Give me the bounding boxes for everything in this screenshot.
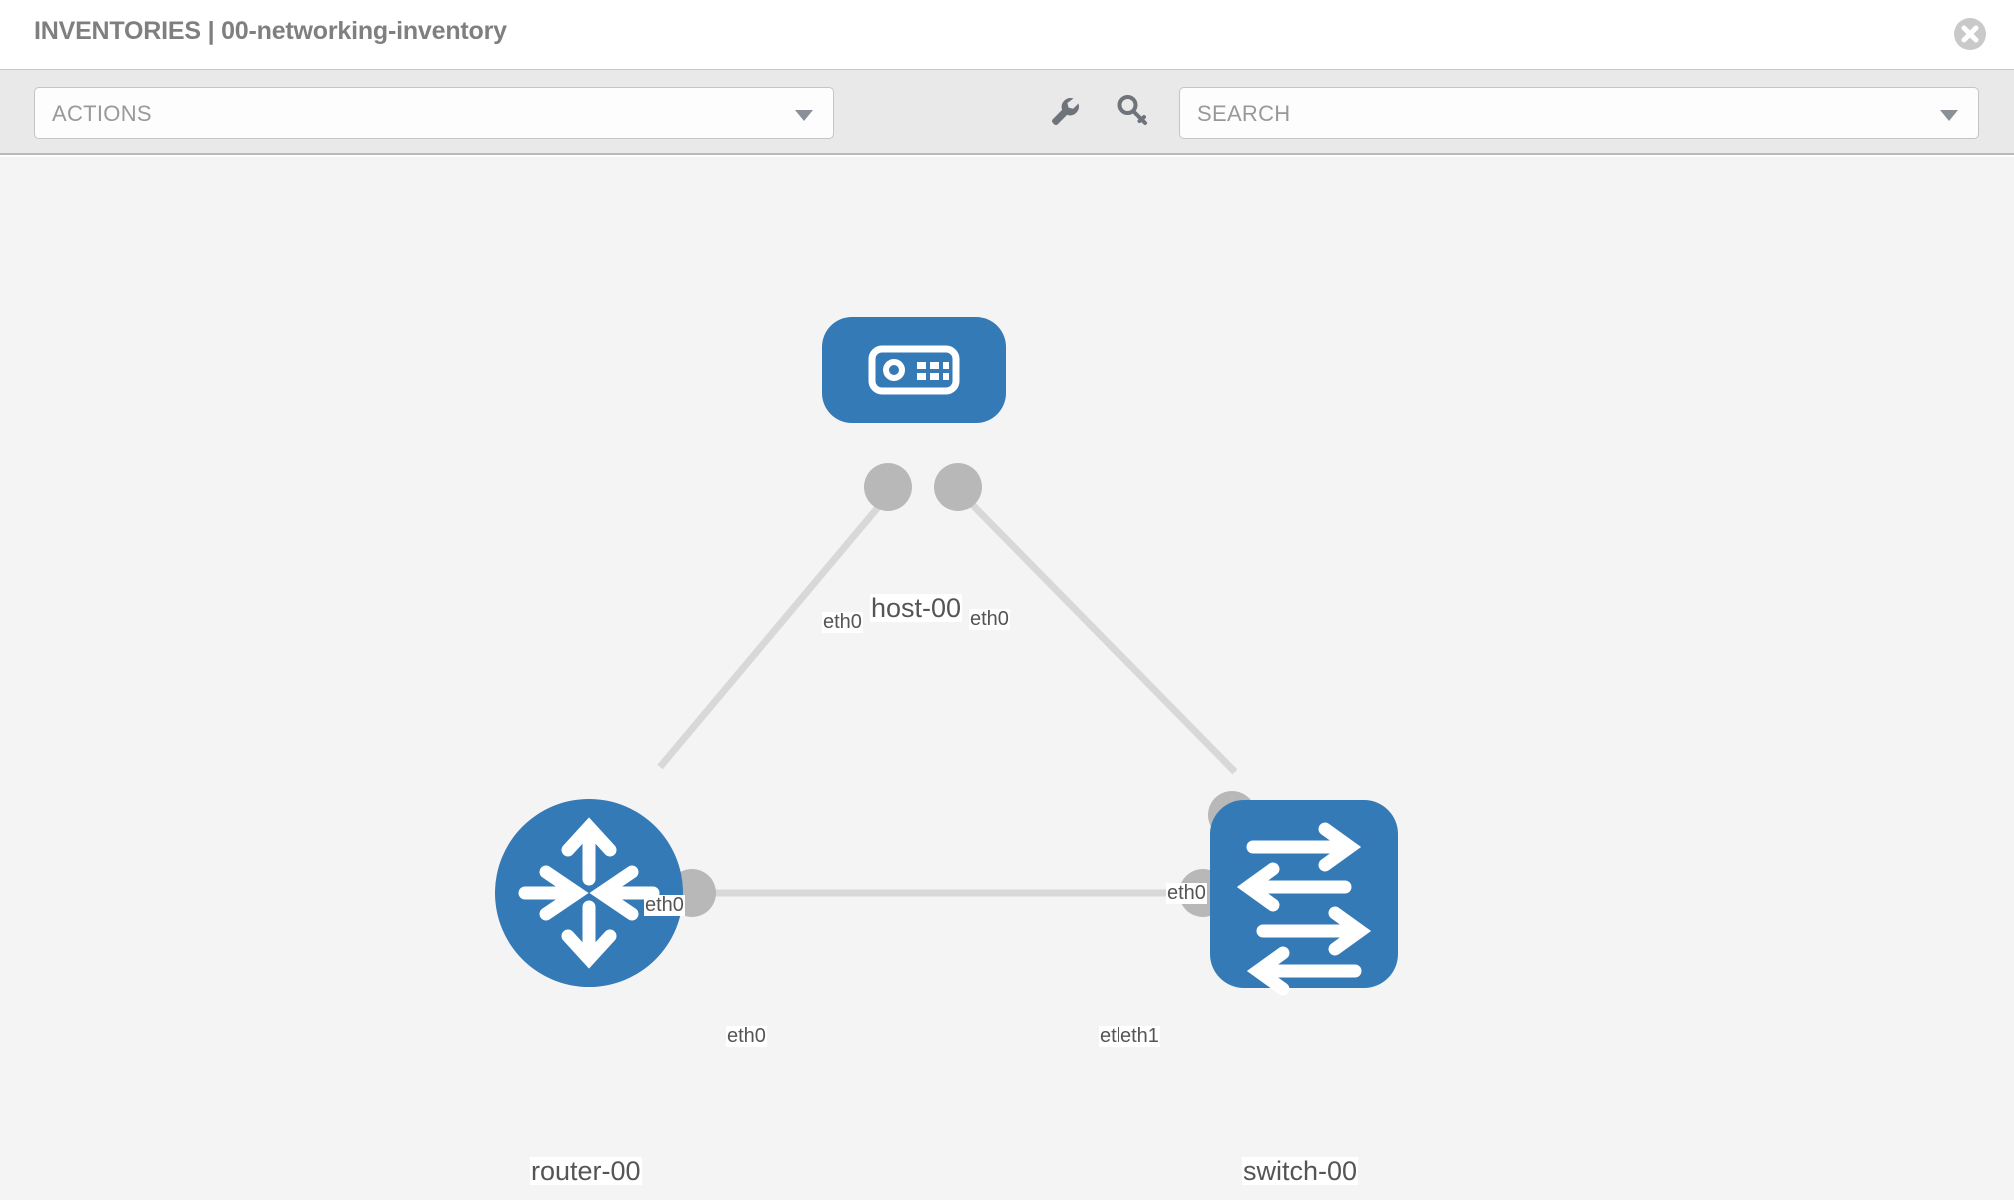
close-icon[interactable] [1952, 16, 1988, 52]
edge-label-router-up: eth0 [644, 894, 685, 916]
topology-graph [495, 317, 1398, 996]
wrench-icon[interactable] [1046, 92, 1084, 130]
node-host-00[interactable] [822, 317, 1006, 423]
edge-router-host[interactable] [657, 484, 898, 770]
key-icon[interactable] [1114, 92, 1152, 130]
edge-label-router-right: eth0 [726, 1025, 767, 1047]
edge-host-switch[interactable] [952, 484, 1238, 775]
connector-host-right[interactable] [934, 463, 982, 511]
actions-dropdown-label: ACTIONS [52, 101, 152, 126]
node-label-switch-00: switch-00 [1242, 1156, 1359, 1186]
topology-canvas[interactable]: eth0 host-00 eth0 eth0 eth0 eth0 eth eth… [0, 157, 2014, 1200]
search-placeholder: SEARCH [1197, 101, 1291, 126]
edge-label-switch-up: eth0 [1166, 882, 1207, 904]
node-label-router-00: router-00 [530, 1156, 642, 1186]
switch-arrows-icon [1236, 822, 1372, 996]
page-header: INVENTORIES | 00-networking-inventory [0, 0, 2014, 69]
edge-label-host-right: eth0 [969, 608, 1010, 630]
connector-host-left[interactable] [864, 463, 912, 511]
edge-label-switch-left: eth1 [1119, 1025, 1160, 1047]
chevron-down-icon[interactable] [1940, 110, 1958, 121]
chevron-down-icon [795, 110, 813, 121]
node-label-host-00: host-00 [870, 593, 963, 623]
server-icon [868, 345, 960, 395]
search-input[interactable]: SEARCH [1179, 87, 1979, 139]
edge-label-host-left: eth0 [822, 611, 863, 633]
page-title: INVENTORIES | 00-networking-inventory [34, 17, 507, 45]
node-switch-00[interactable] [1210, 800, 1398, 996]
actions-dropdown[interactable]: ACTIONS [34, 87, 834, 139]
node-router-00[interactable] [495, 799, 683, 987]
toolbar: ACTIONS SEARCH [0, 69, 2014, 155]
router-arrows-icon [518, 817, 660, 969]
